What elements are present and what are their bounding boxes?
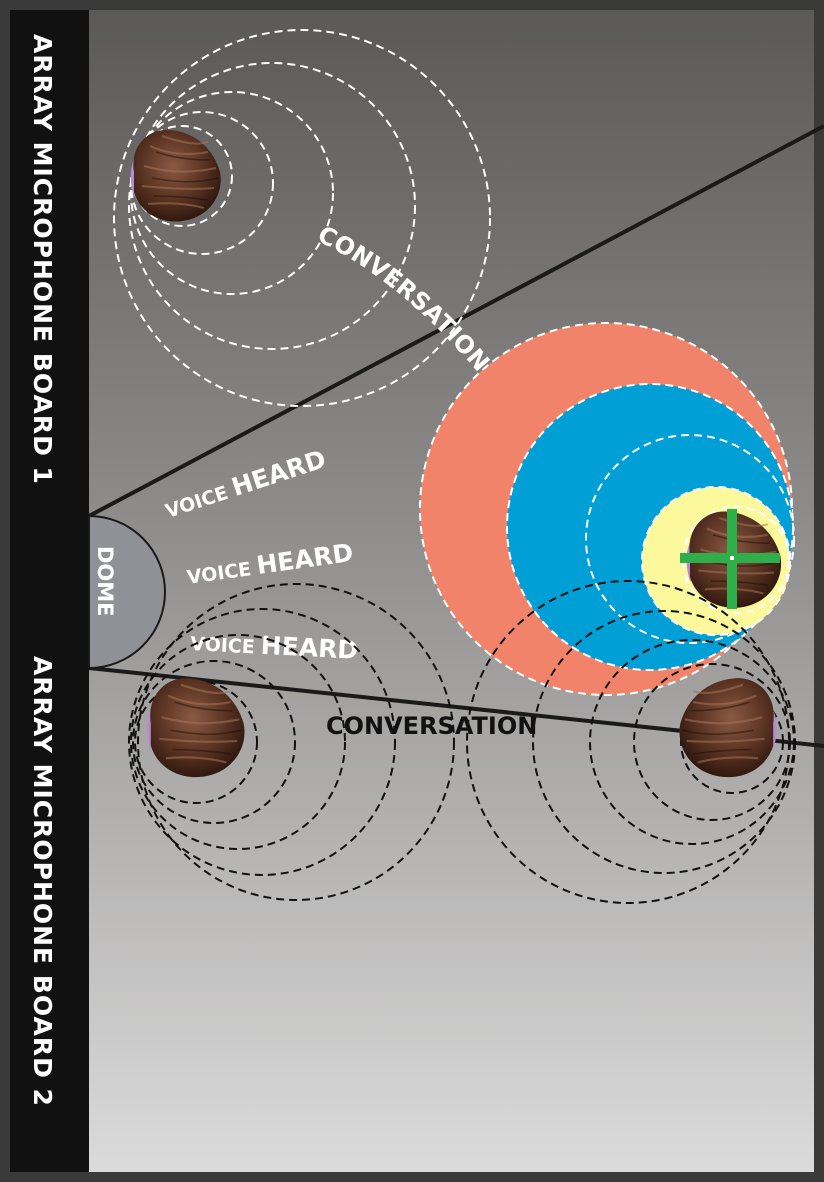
board2-label: ARRAY MICROPHONE BOARD 2 xyxy=(28,656,57,1107)
dome-microphone xyxy=(88,514,166,670)
microphone-board-sidebar xyxy=(10,10,89,1172)
beam-upper-boundary xyxy=(88,124,824,518)
crosshair-icon xyxy=(680,509,780,609)
conversation-label-lower: CONVERSATION xyxy=(326,712,537,740)
pickup-zone-ring xyxy=(585,434,795,644)
lower-speakers-wave-rings xyxy=(128,580,796,904)
board1-label: ARRAY MICROPHONE BOARD 1 xyxy=(28,34,57,485)
dome-label: DOME xyxy=(93,546,117,617)
pickup-zone-core-ring xyxy=(682,506,790,614)
